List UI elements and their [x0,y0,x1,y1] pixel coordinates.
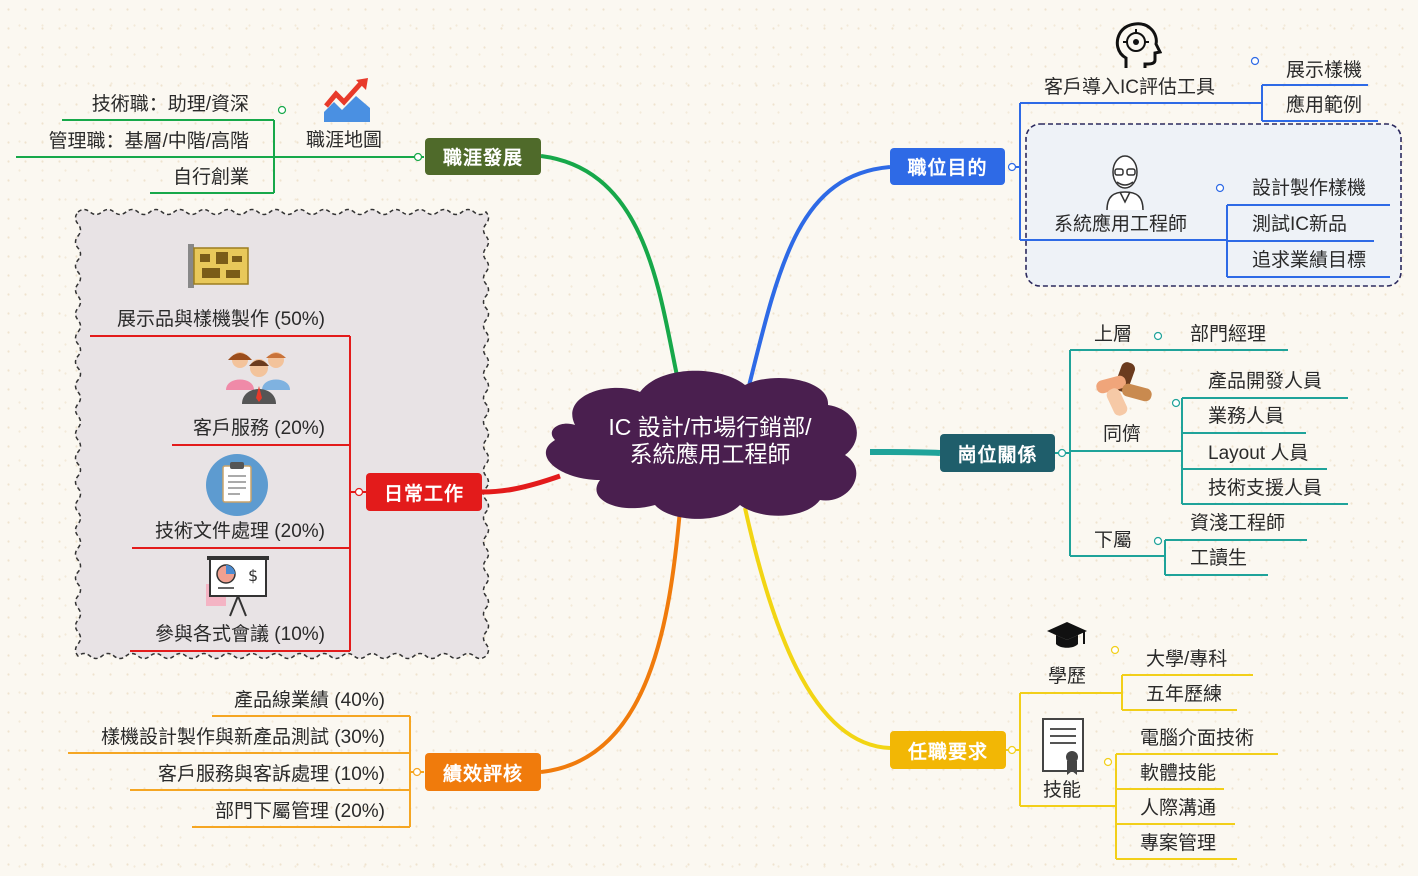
people-group-icon [224,346,294,406]
education-item[interactable]: 大學/專科 [1146,649,1227,671]
growth-chart-icon [322,76,372,124]
career-map-title[interactable]: 職涯地圖 [306,130,382,152]
upper-title[interactable]: 上層 [1094,324,1132,346]
upper-item[interactable]: 部門經理 [1190,324,1266,346]
lower-title[interactable]: 下屬 [1094,530,1132,552]
performance-item[interactable]: 部門下屬管理 (20%) [190,801,385,823]
daily-item[interactable]: 展示品與樣機製作 (50%) [90,309,325,331]
peers-item[interactable]: 產品開發人員 [1208,371,1322,393]
certificate-icon [1040,717,1086,777]
clipboard-icon [204,454,270,516]
peers-item[interactable]: Layout 人員 [1208,443,1308,465]
skills-title[interactable]: 技能 [1043,780,1081,802]
hands-together-icon [1092,360,1156,418]
tool-item[interactable]: 展示樣機 [1286,60,1362,82]
skills-item[interactable]: 軟體技能 [1140,763,1216,785]
branch-performance[interactable]: 績效評核 [425,753,541,791]
education-title[interactable]: 學歷 [1048,666,1086,688]
peers-item[interactable]: 技術支援人員 [1208,478,1322,500]
lower-item[interactable]: 工讀生 [1190,548,1247,570]
performance-item[interactable]: 客戶服務與客訴處理 (10%) [130,764,385,786]
performance-item[interactable]: 樣機設計製作與新產品測試 (30%) [70,727,385,749]
peers-title[interactable]: 同儕 [1103,424,1141,446]
daily-item[interactable]: 參與各式會議 (10%) [130,624,325,646]
svg-text:$: $ [248,566,258,585]
tool-item[interactable]: 應用範例 [1286,95,1362,117]
circuit-board-icon [186,240,250,290]
skills-item[interactable]: 電腦介面技術 [1140,728,1254,750]
performance-item[interactable]: 產品線業績 (40%) [200,690,385,712]
central-topic[interactable]: IC 設計/市場行銷部/ 系統應用工程師 [560,414,860,468]
tool-title[interactable]: 客戶導入IC評估工具 [1044,77,1215,99]
graduation-cap-icon [1046,620,1088,654]
engineer-item[interactable]: 設計製作樣機 [1252,178,1366,200]
engineer-item[interactable]: 追求業績目標 [1252,250,1366,272]
education-item[interactable]: 五年歷練 [1146,684,1222,706]
engineer-avatar-icon [1102,152,1148,210]
branch-daily[interactable]: 日常工作 [366,473,482,511]
skills-item[interactable]: 人際溝通 [1140,798,1216,820]
branch-relations[interactable]: 崗位關係 [940,434,1055,472]
daily-item[interactable]: 客戶服務 (20%) [150,418,325,440]
skills-item[interactable]: 專案管理 [1140,833,1216,855]
presentation-board-icon: $ [204,554,270,618]
branch-requirements[interactable]: 任職要求 [890,731,1006,769]
engineer-title[interactable]: 系統應用工程師 [1054,214,1187,236]
head-circuit-icon [1112,20,1162,72]
peers-item[interactable]: 業務人員 [1208,406,1284,428]
daily-item[interactable]: 技術文件處理 (20%) [130,521,325,543]
career-item[interactable]: 管理職：基層/中階/高階 [20,131,249,153]
central-topic-line1: IC 設計/市場行銷部/ [560,414,860,441]
central-topic-line2: 系統應用工程師 [560,441,860,468]
career-item[interactable]: 技術職：助理/資深 [62,94,249,116]
lower-item[interactable]: 資淺工程師 [1190,513,1285,535]
career-item[interactable]: 自行創業 [120,167,249,189]
engineer-item[interactable]: 測試IC新品 [1252,214,1347,236]
branch-career[interactable]: 職涯發展 [425,138,541,175]
branch-purpose[interactable]: 職位目的 [890,148,1005,185]
